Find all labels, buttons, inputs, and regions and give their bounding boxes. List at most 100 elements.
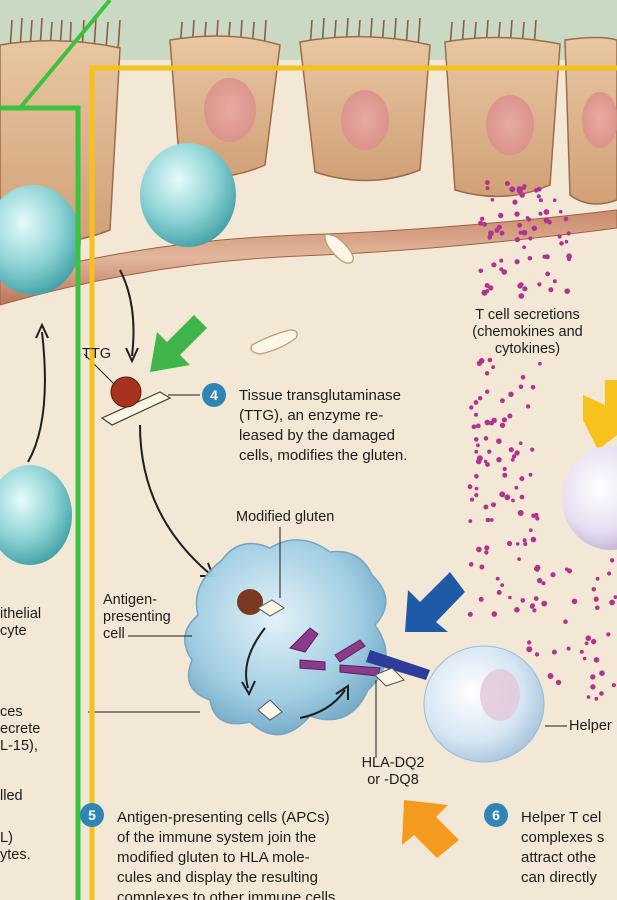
secretion-dot (530, 603, 535, 608)
antigen-presenting-cell (185, 540, 386, 735)
secretion-dot (522, 245, 526, 249)
secretion-dot (594, 597, 599, 602)
secretion-dot (526, 646, 532, 652)
secretion-dot (496, 457, 501, 462)
secretion-dot (503, 467, 507, 471)
secretion-dot (612, 683, 616, 687)
secretion-dot (558, 234, 562, 238)
secretion-dot (539, 212, 543, 216)
secretion-dot (508, 392, 513, 397)
secretion-dot (519, 441, 523, 445)
secretion-dot (528, 237, 532, 241)
secretion-dot (491, 262, 496, 267)
secretion-dot (607, 571, 611, 575)
secretion-dot (474, 450, 478, 454)
secretion-dot (535, 652, 539, 656)
secretion-dot (548, 287, 553, 292)
secretion-dot (487, 450, 491, 454)
secretion-dot (538, 362, 542, 366)
secretion-dot (586, 635, 592, 641)
secretion-dot (509, 447, 514, 452)
secretion-dot (567, 257, 571, 261)
secretion-dot (564, 288, 570, 294)
secretion-dot (544, 209, 550, 215)
secretion-dot (599, 670, 605, 676)
t-cell-secretions-label: T cell secretions (chemokines and cytoki… (455, 307, 600, 358)
secretion-dot (537, 578, 542, 583)
secretion-dot (476, 424, 481, 429)
secretion-dot (521, 598, 526, 603)
left-text-fragment-3: L) ytes. (0, 830, 31, 864)
secretion-dot (485, 390, 489, 394)
secretion-dot (565, 240, 569, 244)
secretion-dot (496, 577, 500, 581)
secretion-dot (565, 567, 569, 571)
secretion-dot (591, 639, 596, 644)
modified-gluten-label: Modified gluten (236, 509, 334, 526)
secretion-dot (545, 272, 550, 277)
secretion-dot (523, 538, 527, 542)
secretion-dot (509, 186, 515, 192)
secretion-dot (517, 283, 522, 288)
secretion-dot (567, 647, 571, 651)
secretion-dot (527, 640, 531, 644)
secretion-dot (542, 581, 546, 585)
secretion-dot (526, 216, 530, 220)
secretion-dot (535, 516, 539, 520)
secretion-dot (488, 358, 493, 363)
secretion-dot (595, 606, 600, 611)
helper-label: Helper (569, 718, 612, 735)
left-epithelial-fragment: ithelial cyte (0, 606, 41, 640)
secretion-dot (472, 424, 477, 429)
secretion-dot (585, 641, 589, 645)
modified-gluten-marker (237, 589, 263, 615)
secretion-dot (523, 542, 527, 546)
secretion-dot (564, 217, 569, 222)
secretion-dot (469, 562, 474, 567)
secretion-dot (526, 404, 530, 408)
secretion-dot (519, 476, 524, 481)
secretion-dot (502, 269, 508, 275)
secretion-dot (519, 231, 523, 235)
secretion-dot (572, 599, 578, 605)
secretion-dot (485, 371, 489, 375)
secretion-dot (474, 474, 479, 479)
lymphocyte-center-top (140, 143, 236, 247)
secretion-dot (514, 450, 519, 455)
secretion-dot (488, 235, 493, 240)
secretion-dot (479, 597, 484, 602)
secretion-dot (522, 286, 527, 291)
secretion-dot (485, 420, 491, 426)
step-5-text: Antigen-presenting cells (APCs) of the i… (117, 808, 340, 900)
secretion-dot (511, 499, 515, 503)
secretion-dot (512, 200, 517, 205)
secretion-dot (532, 226, 537, 231)
secretion-dot (590, 674, 595, 679)
secretion-dot (535, 568, 539, 572)
secretion-dot (515, 259, 520, 264)
secretion-dot (553, 279, 557, 283)
secretion-dot (529, 473, 533, 477)
ttg-label: TTG (82, 346, 111, 363)
secretion-dot (534, 188, 539, 193)
secretion-dot (468, 519, 472, 523)
secretion-dot (563, 619, 568, 624)
secretion-dot (594, 657, 600, 663)
secretion-dot (552, 650, 557, 655)
secretion-dot (587, 695, 591, 699)
secretion-dot (532, 608, 536, 612)
secretion-dot (474, 493, 478, 497)
secretion-dot (486, 186, 490, 190)
secretion-dot (484, 436, 489, 441)
secretion-dot (470, 498, 474, 502)
secretion-dot (515, 237, 520, 242)
secretion-dot (517, 223, 522, 228)
secretion-dot (484, 545, 489, 550)
secretion-dot (517, 557, 521, 561)
secretion-dot (553, 198, 557, 202)
secretion-dot (550, 572, 555, 577)
secretion-dot (474, 437, 479, 442)
secretion-dot (530, 448, 534, 452)
secretion-dot (492, 611, 498, 617)
secretion-dot (477, 455, 483, 461)
